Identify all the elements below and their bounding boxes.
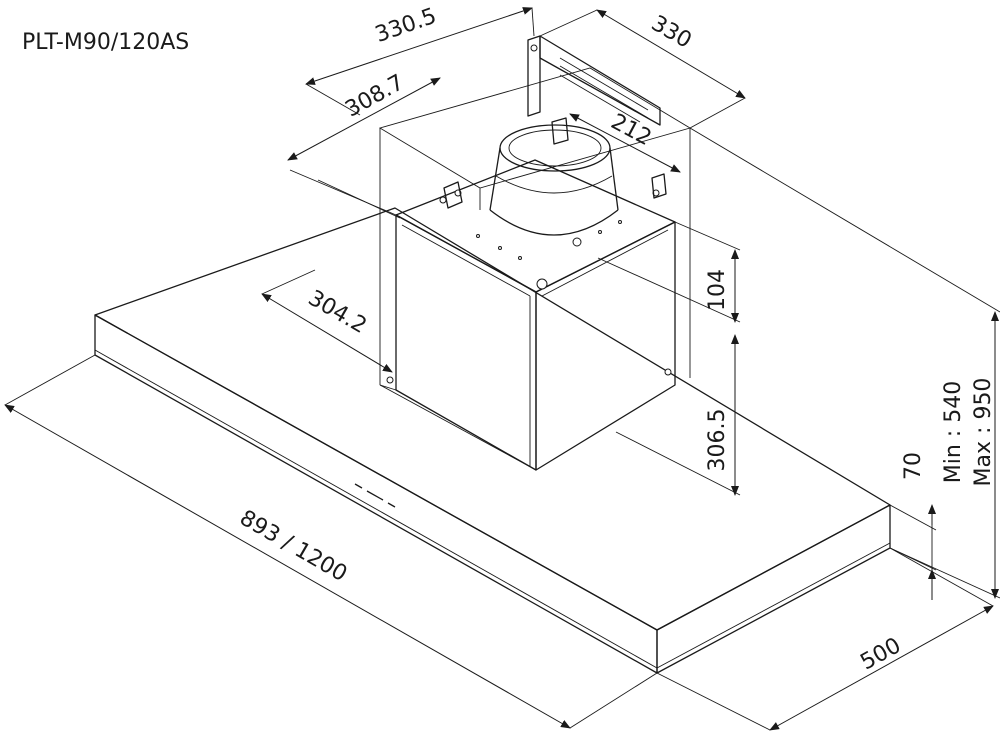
dim-304-2: 304.2 — [304, 286, 371, 339]
dimension-lines — [4, 7, 1000, 731]
dim-104: 104 — [705, 269, 730, 311]
motor-box — [379, 159, 676, 471]
dim-330-5: 330.5 — [372, 4, 440, 48]
dim-330: 330 — [647, 11, 696, 54]
dim-min: Min : 540 — [941, 381, 966, 483]
dim-70: 70 — [901, 452, 926, 480]
canopy-panel — [94, 207, 891, 674]
dim-308-7: 308.7 — [341, 70, 408, 122]
control-mark-1 — [354, 483, 363, 489]
control-mark-3 — [387, 502, 396, 508]
dim-max: Max : 950 — [971, 378, 996, 487]
control-mark-2 — [366, 490, 384, 501]
dim-depth: 500 — [856, 633, 905, 675]
model-label: PLT-M90/120AS — [22, 30, 190, 55]
dim-306-5: 306.5 — [705, 409, 730, 472]
